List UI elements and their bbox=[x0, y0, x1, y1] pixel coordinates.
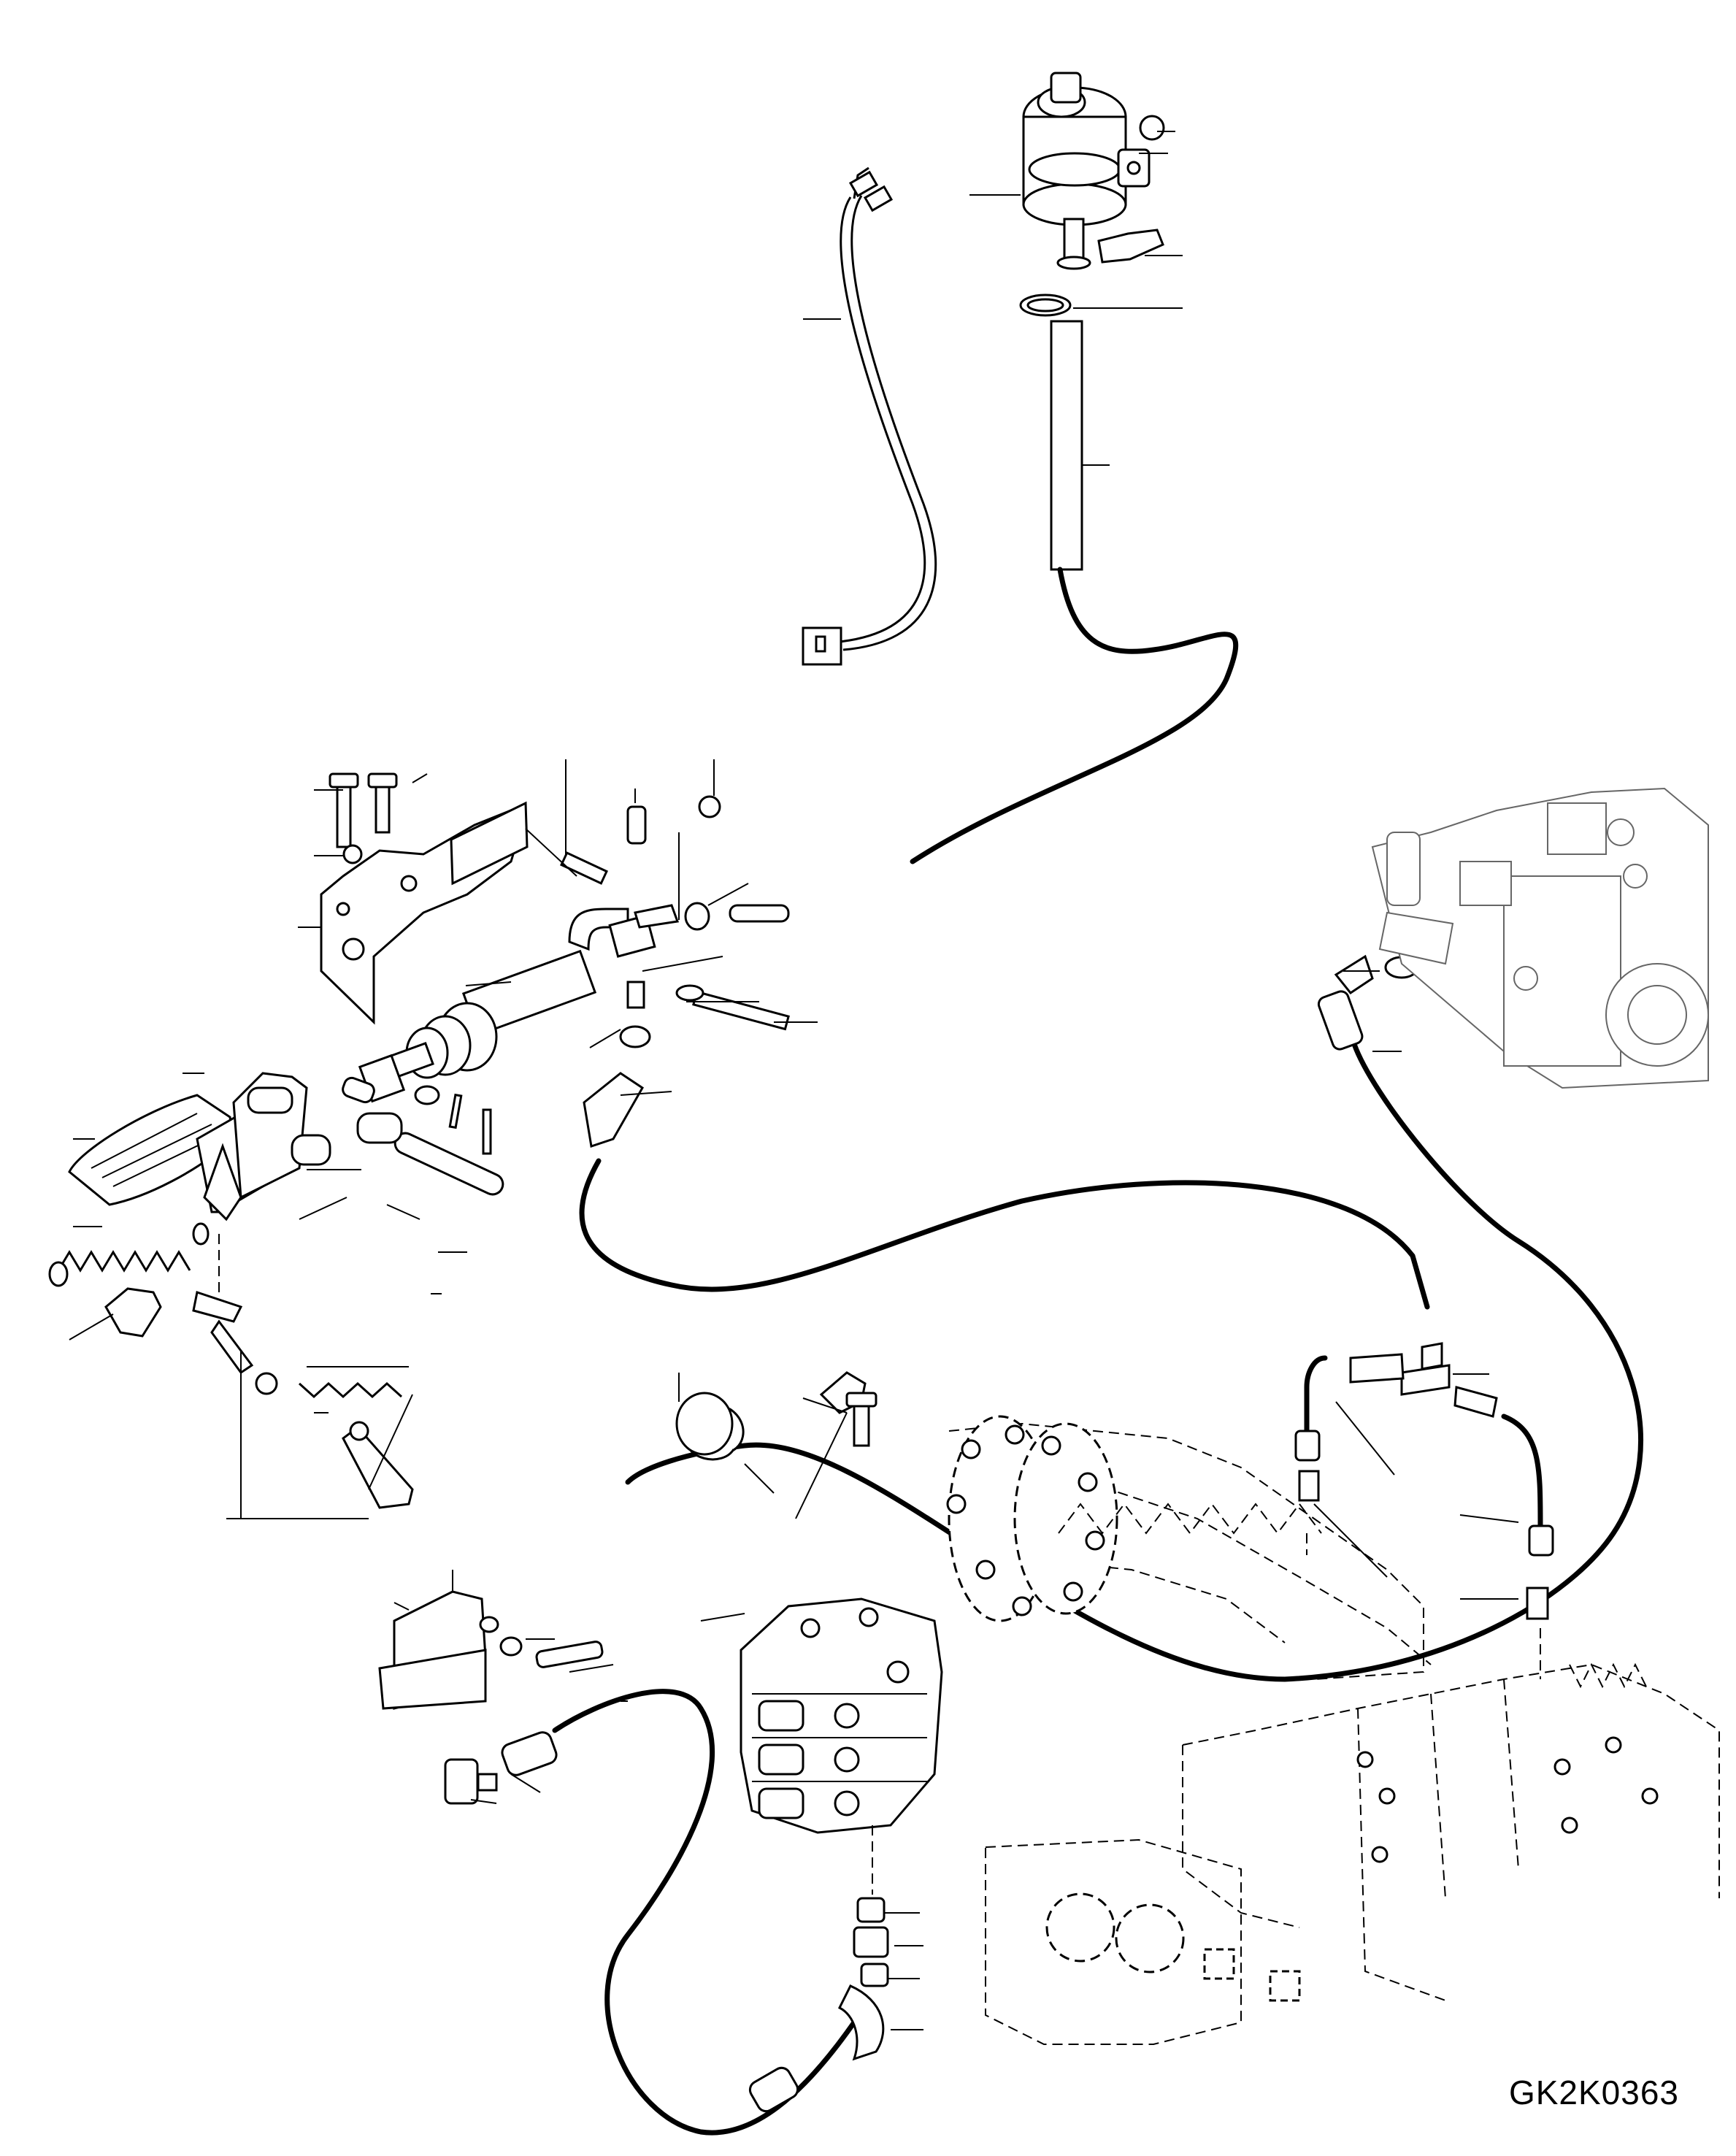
pump-assembly bbox=[1371, 787, 1709, 1089]
axle-housing bbox=[946, 1415, 1432, 1680]
brake-pedal bbox=[48, 1072, 467, 1519]
brake-lines bbox=[579, 954, 1643, 1682]
lower-bracket bbox=[378, 1570, 923, 2136]
transmission-case bbox=[985, 1662, 1720, 2045]
wire-harness bbox=[802, 166, 937, 666]
suction-hose bbox=[910, 320, 1239, 864]
drawing-code: GK2K0363 bbox=[1508, 2073, 1679, 2111]
control-valve bbox=[740, 1597, 943, 1834]
master-cylinder bbox=[298, 759, 818, 1196]
reservoir-tank bbox=[969, 72, 1183, 317]
